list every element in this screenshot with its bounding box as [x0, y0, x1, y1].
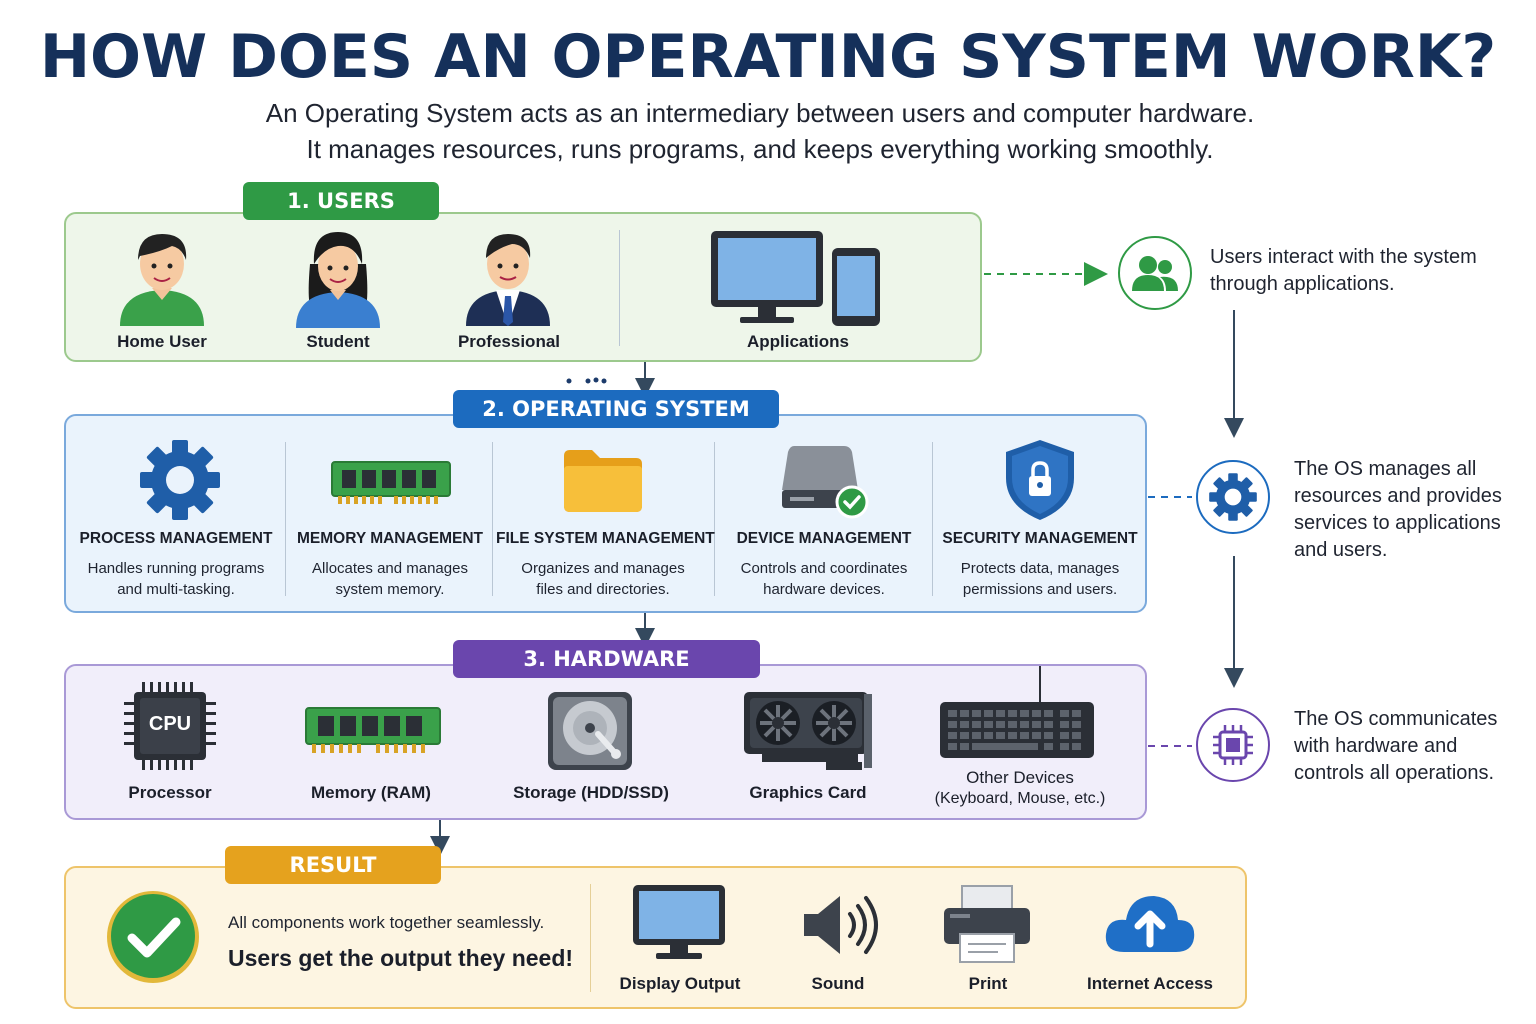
- hardware-side-badge: [1196, 708, 1270, 782]
- process-management-desc-2: and multi-tasking.: [117, 581, 235, 598]
- subtitle-line-2: It manages resources, runs programs, and…: [306, 134, 1214, 164]
- file-system-management-desc-1: Organizes and manages: [521, 560, 685, 577]
- hard-drive-icon: [548, 692, 632, 770]
- process-management-title: PROCESS MANAGEMENT: [79, 530, 273, 547]
- hardware-side-note-line-1: The OS communicates: [1294, 708, 1498, 730]
- other-devices-detail: (Keyboard, Mouse, etc.): [934, 790, 1106, 807]
- hardware-side-note-line-2: with hardware and: [1294, 735, 1458, 757]
- cpu-chip-text: CPU: [148, 713, 192, 735]
- os-side-badge: [1196, 460, 1270, 534]
- users-section-tag: 1. USERS: [243, 182, 439, 220]
- keyboard-icon: [940, 666, 1094, 758]
- shield-lock-icon: [1006, 440, 1074, 520]
- result-divider: [590, 884, 591, 992]
- result-section-tag: RESULT: [225, 846, 441, 884]
- os-side-note-line-4: and users.: [1294, 539, 1388, 561]
- speaker-icon: [804, 896, 878, 954]
- internet-access-label: Internet Access: [1087, 974, 1213, 993]
- hardware-side-note-line-3: controls all operations.: [1294, 762, 1495, 784]
- other-devices-label: Other Devices: [966, 768, 1074, 787]
- os-divider-1: [285, 442, 286, 596]
- os-side-note-line-3: services to applications: [1294, 512, 1501, 534]
- result-line-2: Users get the output they need!: [228, 945, 574, 971]
- os-side-note: The OS manages all resources and provide…: [1294, 456, 1502, 564]
- device-management-desc-1: Controls and coordinates: [740, 560, 908, 577]
- memory-module-icon: [331, 461, 451, 504]
- memory-ram-label: Memory (RAM): [311, 783, 431, 802]
- page-title: HOW DOES AN OPERATING SYSTEM WORK?: [39, 22, 1497, 92]
- users-divider: [619, 230, 620, 346]
- users-side-badge: [1118, 236, 1192, 310]
- print-label: Print: [968, 974, 1008, 993]
- applications-label: Applications: [746, 332, 849, 351]
- memory-management-desc-2: system memory.: [335, 581, 445, 598]
- os-gear-icon: [1209, 473, 1257, 521]
- processor-label: Processor: [128, 783, 212, 802]
- gear-icon: [140, 440, 220, 520]
- os-side-note-line-1: The OS manages all: [1294, 458, 1477, 480]
- graphics-card-label: Graphics Card: [749, 783, 867, 802]
- cpu-icon: CPU: [124, 682, 216, 770]
- users-group-icon: [1132, 256, 1178, 291]
- os-panel: [64, 414, 1147, 613]
- graphics-card-icon: [744, 692, 872, 770]
- storage-label: Storage (HDD/SSD): [513, 783, 669, 802]
- folder-icon: [564, 450, 642, 512]
- os-divider-4: [932, 442, 933, 596]
- hardware-side-note: The OS communicates with hardware and co…: [1294, 706, 1497, 787]
- os-side-note-line-2: resources and provides: [1294, 485, 1502, 507]
- device-management-desc-2: hardware devices.: [763, 581, 885, 598]
- memory-management-title: MEMORY MANAGEMENT: [297, 530, 483, 547]
- student-icon: [296, 232, 380, 328]
- device-drive-icon: [782, 446, 869, 519]
- professional-label: Professional: [457, 332, 561, 351]
- os-divider-2: [492, 442, 493, 596]
- sound-label: Sound: [811, 974, 865, 993]
- security-management-desc-2: permissions and users.: [962, 581, 1118, 598]
- cloud-upload-icon: [1105, 896, 1195, 952]
- security-management-desc-1: Protects data, manages: [960, 560, 1120, 577]
- chip-icon: [1213, 725, 1253, 765]
- student-label: Student: [306, 332, 370, 351]
- device-management-title: DEVICE MANAGEMENT: [736, 530, 912, 547]
- file-system-management-desc-2: files and directories.: [536, 581, 670, 598]
- display-output-icon: [633, 885, 725, 959]
- users-side-note-line-2: through applications.: [1210, 273, 1395, 295]
- os-divider-3: [714, 442, 715, 596]
- ram-icon: [305, 707, 441, 753]
- home-user-label: Home User: [117, 332, 207, 351]
- process-management-desc-1: Handles running programs: [87, 560, 265, 577]
- display-output-label: Display Output: [619, 974, 741, 993]
- subtitle-line-1: An Operating System acts as an intermedi…: [265, 98, 1255, 128]
- applications-icon: [711, 231, 880, 326]
- users-side-note-line-1: Users interact with the system: [1210, 246, 1477, 268]
- printer-icon: [944, 885, 1030, 963]
- security-management-title: SECURITY MANAGEMENT: [942, 530, 1138, 547]
- result-line-1: All components work together seamlessly.: [228, 913, 545, 932]
- home-user-icon: [120, 234, 204, 326]
- hardware-section-tag: 3. HARDWARE: [453, 640, 760, 678]
- users-side-note: Users interact with the system through a…: [1210, 244, 1477, 298]
- professional-icon: [466, 234, 550, 326]
- check-circle-icon: [107, 891, 199, 983]
- users-panel: [64, 212, 982, 362]
- memory-management-desc-1: Allocates and manages: [312, 560, 468, 577]
- file-system-management-title: FILE SYSTEM MANAGEMENT: [496, 530, 715, 547]
- os-section-tag: 2. OPERATING SYSTEM: [453, 390, 779, 428]
